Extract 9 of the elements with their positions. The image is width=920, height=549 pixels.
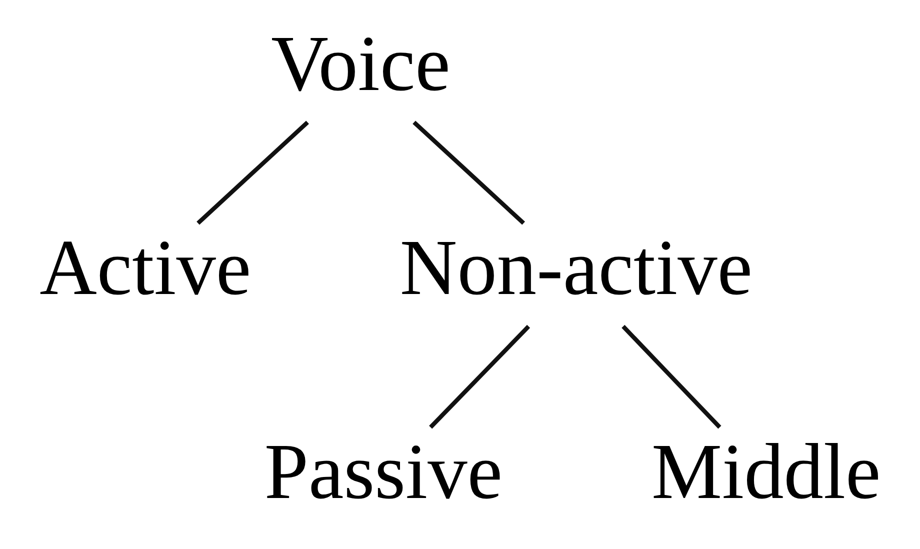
connector	[412, 120, 526, 225]
node-text: Active	[40, 224, 252, 312]
node-text: Voice	[271, 20, 450, 108]
node-text: Non-active	[400, 224, 752, 312]
connector	[196, 120, 309, 225]
node-text: Middle	[651, 428, 881, 516]
connector	[429, 324, 530, 429]
connector	[622, 324, 722, 429]
node-text: Passive	[264, 428, 503, 516]
